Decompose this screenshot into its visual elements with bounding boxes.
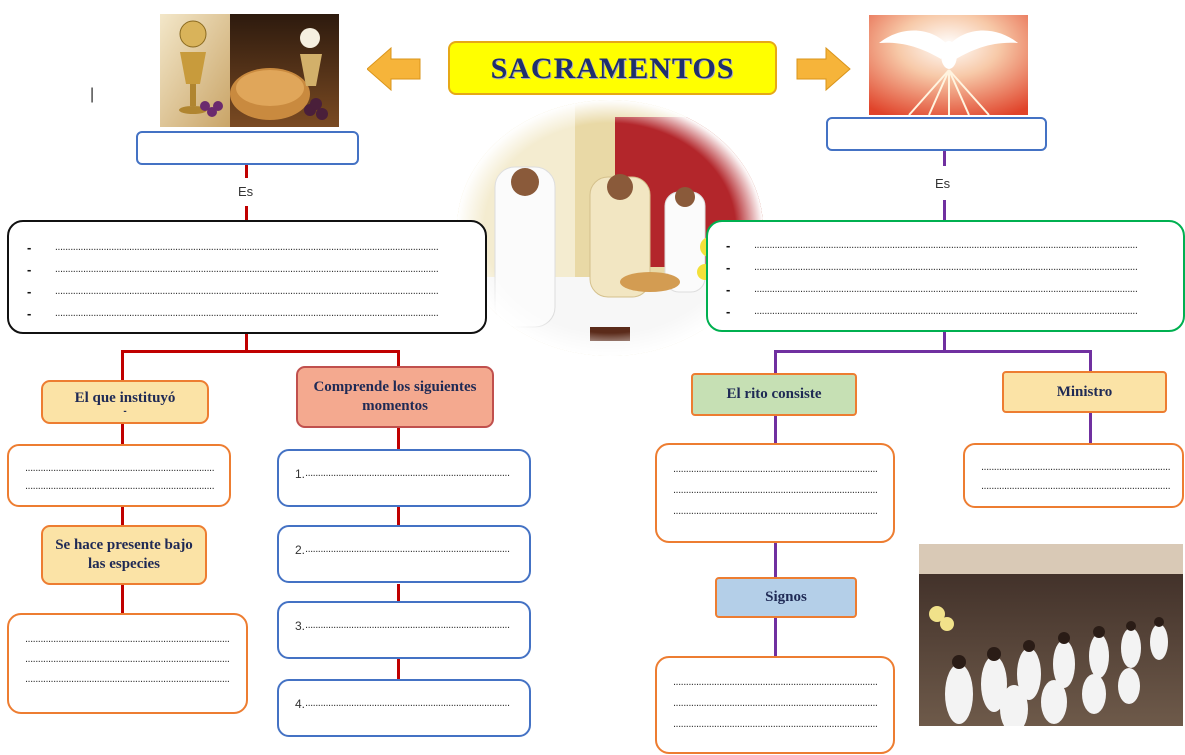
comprende-label-box: Comprende los siguientes momentos [296,366,494,428]
connector [245,164,248,178]
connector [245,206,248,220]
signos-label: Signos [765,589,807,605]
connector [774,350,1092,353]
left-answer-box[interactable] [136,131,359,165]
right-answer-box[interactable] [826,117,1047,151]
answer-line: ........................................… [25,480,215,492]
connector [943,332,946,352]
momento-number: 4. [295,697,306,711]
answer-line: ........................................… [54,241,439,253]
answer-line: ........................................… [981,480,1171,492]
title-box: SACRAMENTOS [448,41,777,95]
answer-line: ........................................… [54,263,439,275]
connector [774,618,777,656]
connector [943,200,946,222]
bullet: - [726,281,731,297]
instituyo-label: El que instituyó [74,389,176,406]
connector [397,506,400,526]
answer-line: ........................................… [673,505,878,517]
right-definition-box[interactable]: -.......................................… [706,220,1185,332]
instituyo-answer-box[interactable]: ........................................… [7,444,231,507]
ministro-label: Ministro [1056,383,1113,400]
bullet: - [726,237,731,253]
rito-answer-box[interactable]: ........................................… [655,443,895,543]
arrow-right-icon [796,46,851,92]
answer-line: ........................................… [754,239,1138,251]
answer-line: ........................................… [25,462,215,474]
rito-label: El rito consiste [726,386,822,402]
holy-spirit-dove-image [869,15,1028,115]
connector [774,543,777,577]
momento-number: 1. [295,467,306,481]
instituyo-sub: - [123,405,127,417]
connector [774,416,777,444]
connector [121,585,124,613]
especies-answer-box[interactable]: ........................................… [7,613,248,714]
connector [774,350,777,373]
answer-line: ........................................… [305,697,510,709]
instituyo-label-box: El que instituyó - [41,380,209,424]
momento-3-box[interactable]: 3. .....................................… [277,601,531,659]
connector [397,428,400,450]
answer-line: ........................................… [754,261,1138,273]
arrow-left-icon [367,46,421,92]
connector [121,350,400,353]
connector [397,350,400,368]
momento-2-box[interactable]: 2. .....................................… [277,525,531,583]
answer-line: ........................................… [754,305,1138,317]
especies-label: Se hace presente bajo las especies [55,537,193,572]
connector [1089,350,1092,371]
bullet: - [27,283,32,299]
answer-line: ........................................… [305,467,510,479]
ministro-label-box: Ministro [1002,371,1167,413]
answer-line: ........................................… [54,307,439,319]
signos-answer-box[interactable]: ........................................… [655,656,895,754]
momento-number: 3. [295,619,306,633]
left-es-label: Es [238,184,254,199]
signos-label-box: Signos [715,577,857,618]
answer-line: ........................................… [305,619,510,631]
bullet: - [27,239,32,255]
connector [121,507,124,527]
answer-line: ........................................… [754,283,1138,295]
answer-line: ........................................… [981,461,1171,473]
eucharist-image [160,14,339,127]
bullet: - [726,303,731,319]
momento-number: 2. [295,543,306,557]
connector [245,333,248,351]
answer-line: ........................................… [54,285,439,297]
answer-line: ........................................… [25,673,230,685]
momento-4-box[interactable]: 4. .....................................… [277,679,531,737]
answer-line: ........................................… [25,633,230,645]
answer-line: ........................................… [673,484,878,496]
momento-1-box[interactable]: 1. .....................................… [277,449,531,507]
rito-label-box: El rito consiste [691,373,857,416]
connector [121,424,124,445]
comprende-label: Comprende los siguientes momentos [313,379,477,414]
connector [1089,413,1092,443]
answer-line: ........................................… [673,697,878,709]
bullet: - [27,305,32,321]
bullet: - [27,261,32,277]
bullet: - [726,259,731,275]
connector [397,584,400,602]
answer-line: ........................................… [673,676,878,688]
connector [121,350,124,382]
text-cursor-mark: | [90,86,95,103]
ministro-answer-box[interactable]: ........................................… [963,443,1184,508]
especies-label-box: Se hace presente bajo las especies [41,525,207,585]
left-definition-box[interactable]: -.......................................… [7,220,487,334]
answer-line: ........................................… [673,718,878,730]
page-title: SACRAMENTOS [490,51,735,85]
answer-line: ........................................… [25,653,230,665]
right-es-label: Es [935,176,951,191]
answer-line: ........................................… [673,463,878,475]
congregation-photo-image [919,544,1183,726]
connector [943,150,946,166]
connector [397,659,400,680]
answer-line: ........................................… [305,543,510,555]
